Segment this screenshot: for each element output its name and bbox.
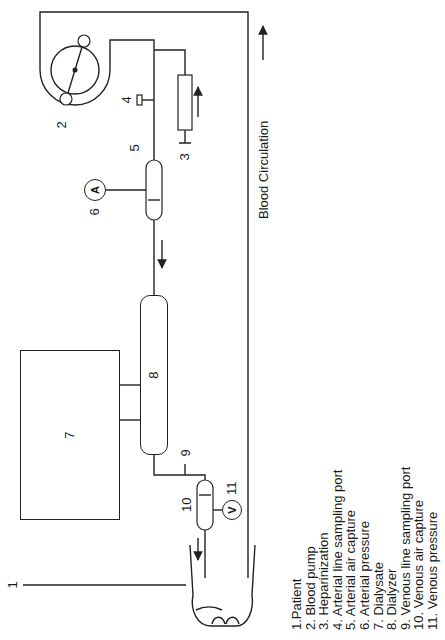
callout-number: 1 xyxy=(6,580,20,589)
pressure-gauge: A xyxy=(84,179,106,201)
legend-item: 5. Arterial air capture xyxy=(344,510,357,630)
callout-number: 10 xyxy=(180,497,194,513)
gauge-line xyxy=(213,509,222,510)
callout-number: 9 xyxy=(179,448,193,457)
node-text: A xyxy=(89,184,101,196)
heparin-syringe xyxy=(178,75,192,130)
patient-fingers xyxy=(196,607,239,624)
trap-level xyxy=(199,494,211,495)
pump-roller xyxy=(60,93,72,105)
flow-arrow xyxy=(197,87,198,117)
arterial-air-trap xyxy=(146,160,162,220)
dialyzer-cylinder: 8 xyxy=(140,295,168,455)
callout-number: 3 xyxy=(178,152,192,161)
callout-number: 4 xyxy=(120,95,134,104)
pump-rotor xyxy=(51,46,99,94)
flow-label: Blood Circulation xyxy=(257,120,271,220)
pump-rotor-arm xyxy=(68,47,82,93)
sampling-port xyxy=(141,99,154,100)
leader-line xyxy=(23,584,186,585)
venous-return-line xyxy=(204,530,205,578)
callout-number: 5 xyxy=(128,143,142,152)
patient-arm xyxy=(190,545,255,626)
node-text: 8 xyxy=(147,369,161,380)
callout-number: 11 xyxy=(225,481,239,497)
flow-arrow xyxy=(197,538,198,560)
pressure-gauge: V xyxy=(222,500,242,520)
port-tube xyxy=(120,419,140,420)
dialysate-box: 7 xyxy=(20,350,120,520)
node-text: V xyxy=(226,504,238,515)
trap-level xyxy=(148,199,160,200)
legend-item: 6. Arterial pressure xyxy=(358,521,371,630)
gauge-line xyxy=(106,189,146,190)
legend-item: 1.Patient xyxy=(290,579,303,630)
syringe-plunger xyxy=(179,130,191,143)
flow-arrow xyxy=(161,240,162,268)
sampling-port-cap xyxy=(137,95,142,105)
venous-air-trap xyxy=(197,480,213,530)
callout-number: 6 xyxy=(88,207,102,216)
node-text: 7 xyxy=(63,429,77,440)
legend-item: 2. Blood pump xyxy=(304,546,317,630)
legend-item: 8. Dialyzer xyxy=(385,569,398,630)
legend-item: 7. Dialysate xyxy=(372,562,385,630)
heparin-line xyxy=(154,50,185,75)
arterial-line xyxy=(153,220,154,295)
legend-item: 3. Heparinization xyxy=(317,532,330,630)
pump-roller xyxy=(78,35,90,47)
sampling-port xyxy=(184,464,185,475)
circulation-arrow xyxy=(262,26,263,60)
port-tube xyxy=(120,384,140,385)
pump-axle xyxy=(73,68,78,73)
legend-item: 4. Arterial line sampling port xyxy=(331,470,344,630)
venous-line xyxy=(154,455,205,480)
callout-number: 2 xyxy=(55,120,69,129)
legend-item: 10. Venous air capture xyxy=(412,500,425,630)
legend-item: 9. Venous line sampling port xyxy=(399,467,412,630)
legend-item: 11. Venous pressure xyxy=(426,512,439,630)
